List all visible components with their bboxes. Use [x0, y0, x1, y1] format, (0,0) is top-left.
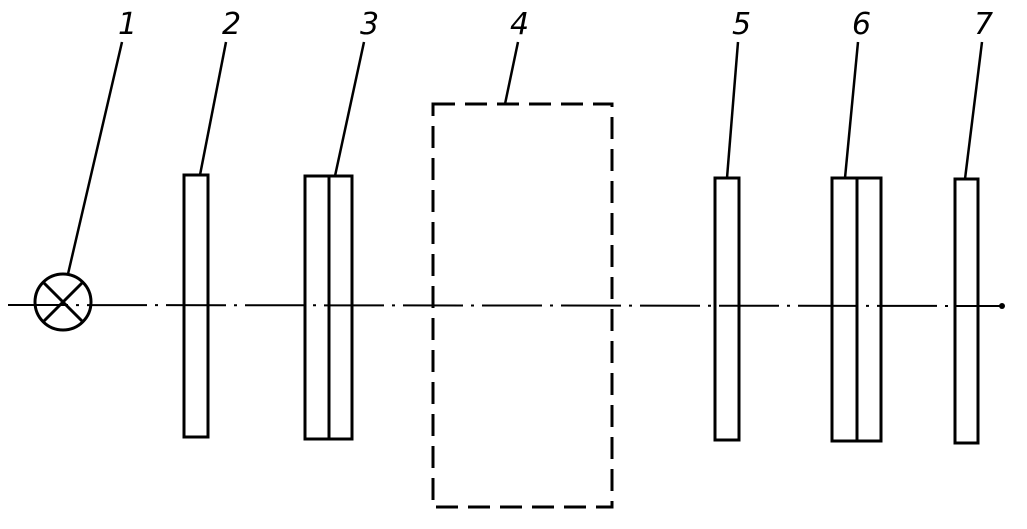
component-4 [431, 102, 614, 509]
axis-end-dot [999, 303, 1005, 309]
optical-axis [7, 304, 1004, 307]
label-4: 4 [510, 7, 529, 42]
component-6 [830, 176, 883, 443]
component-3 [303, 174, 354, 441]
leader-line-5 [725, 41, 740, 179]
leader-line-1 [66, 41, 124, 275]
leader-line-7 [963, 41, 984, 180]
label-5: 5 [732, 7, 751, 42]
leader-line-3 [333, 41, 366, 177]
label-7: 7 [974, 7, 993, 42]
label-6: 6 [852, 7, 871, 42]
label-1: 1 [118, 7, 137, 42]
leader-line-4 [503, 41, 520, 105]
lamp-icon [33, 272, 93, 332]
leader-line-6 [843, 41, 860, 179]
label-2: 2 [222, 7, 241, 42]
leader-line-2 [198, 41, 228, 176]
label-3: 3 [360, 7, 379, 42]
component-2 [182, 173, 210, 439]
component-7 [953, 177, 980, 445]
component-5 [713, 176, 741, 442]
